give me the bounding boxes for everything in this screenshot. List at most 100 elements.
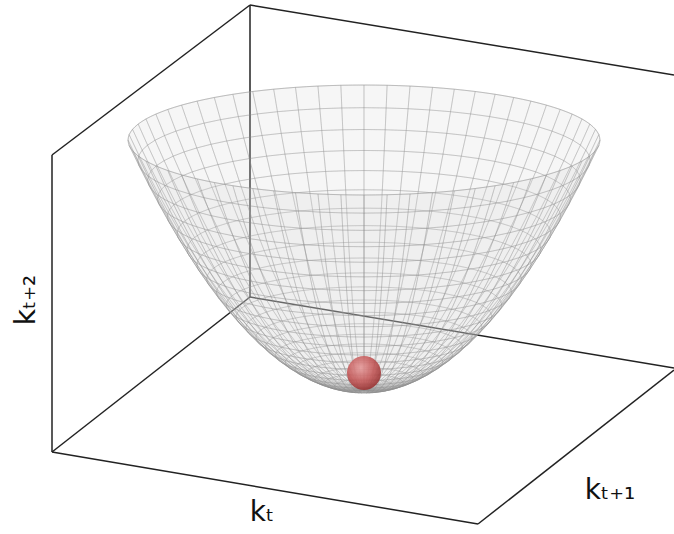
mesh-cell (397, 289, 416, 303)
mesh-cell (427, 209, 451, 228)
mesh-cell (364, 337, 377, 347)
mesh-cell (381, 276, 400, 290)
mesh-cell (295, 86, 319, 110)
mesh-cell (344, 150, 364, 170)
mesh-cell (404, 228, 427, 246)
mesh-cell (304, 245, 326, 262)
mesh-cell (430, 87, 455, 111)
mesh-cell (298, 211, 321, 230)
mesh-cell (385, 108, 408, 131)
axis-label: kₜ₊₂ (12, 275, 40, 325)
mesh-cell (347, 290, 364, 303)
mesh-cell (277, 110, 301, 133)
mesh-cell (378, 315, 394, 327)
mesh-cell (364, 277, 382, 291)
mesh-cell (376, 346, 389, 355)
paraboloid-rim (128, 85, 600, 195)
mesh-cell (400, 260, 421, 276)
mesh-cell (257, 112, 281, 136)
mesh-cell (364, 290, 381, 303)
mesh-cell (386, 194, 410, 213)
mesh-cell (307, 171, 328, 191)
mesh-cell (382, 171, 402, 191)
mesh-cell (295, 193, 319, 212)
mesh-cell (304, 151, 326, 172)
mesh-cell (322, 229, 344, 246)
mesh-cell (331, 303, 348, 316)
mesh-cell (337, 336, 351, 346)
mesh-cell (408, 193, 432, 212)
mesh-cell (418, 259, 439, 275)
mesh-cell (386, 85, 410, 108)
mesh-cell (380, 290, 398, 304)
mesh-cell (310, 275, 330, 290)
mesh-cell (364, 195, 387, 213)
mesh-cell (384, 229, 406, 246)
mesh-cell (393, 314, 410, 326)
mesh-cell (320, 212, 343, 230)
mesh-cell (301, 228, 324, 246)
axis-box (52, 5, 674, 524)
mesh-cell (335, 326, 350, 337)
mesh-cell (427, 110, 451, 133)
mesh-cell (364, 303, 380, 315)
mesh-cell (320, 108, 343, 131)
mesh-cell (341, 195, 364, 213)
mesh-cell (383, 151, 404, 172)
mesh-cell (424, 227, 447, 245)
mesh-cell (298, 109, 321, 132)
mesh-cell (379, 303, 396, 316)
mesh-cell (364, 171, 383, 190)
mesh-cell (285, 153, 307, 175)
mesh-cell (402, 151, 424, 172)
mesh-cell (324, 246, 345, 262)
mesh-cell (329, 290, 347, 304)
mesh-cell (253, 89, 278, 114)
mesh-cell (364, 315, 379, 326)
mesh-cell (307, 260, 328, 276)
mesh-cell (364, 327, 378, 337)
mesh-cell (301, 130, 324, 152)
mesh-cell (364, 108, 386, 130)
mesh-cell (324, 151, 345, 172)
mesh-cell (387, 345, 401, 354)
mesh-cell (415, 274, 435, 289)
mesh-cell (348, 303, 364, 315)
mesh-cell (364, 85, 387, 108)
mesh-cell (364, 213, 386, 230)
mesh-cell (333, 315, 349, 327)
paraboloid-mesh (128, 85, 600, 393)
mesh-cell (343, 130, 364, 151)
mesh-cell (400, 171, 421, 191)
mesh-cell (342, 213, 364, 230)
mesh-cell (346, 277, 364, 291)
red-ball (347, 356, 381, 390)
mesh-cell (351, 337, 364, 347)
mesh-cell (364, 246, 384, 262)
mesh-cell (399, 275, 419, 290)
mesh-cell (430, 191, 455, 211)
mesh-cell (377, 336, 391, 346)
axis-label: kₜ (250, 498, 274, 526)
mesh-cell (383, 246, 404, 262)
mesh-cell (289, 173, 310, 194)
mesh-cell (342, 108, 364, 130)
mesh-cell (364, 150, 384, 170)
mesh-cell (364, 262, 383, 277)
mesh-cell (406, 109, 429, 132)
mesh-cell (281, 132, 304, 154)
mesh-cell (344, 246, 364, 262)
mesh-cell (384, 130, 406, 152)
mesh-cell (589, 135, 600, 161)
mesh-cell (350, 327, 364, 337)
mesh-cell (364, 346, 377, 355)
mesh-cell (391, 325, 407, 336)
mesh-cell (345, 262, 364, 277)
mesh-cell (404, 130, 427, 152)
mesh-cell (351, 346, 364, 355)
mesh-cell (326, 171, 346, 191)
mesh-cell (318, 85, 342, 108)
mesh-cell (406, 211, 429, 230)
mesh-cell (385, 212, 408, 230)
